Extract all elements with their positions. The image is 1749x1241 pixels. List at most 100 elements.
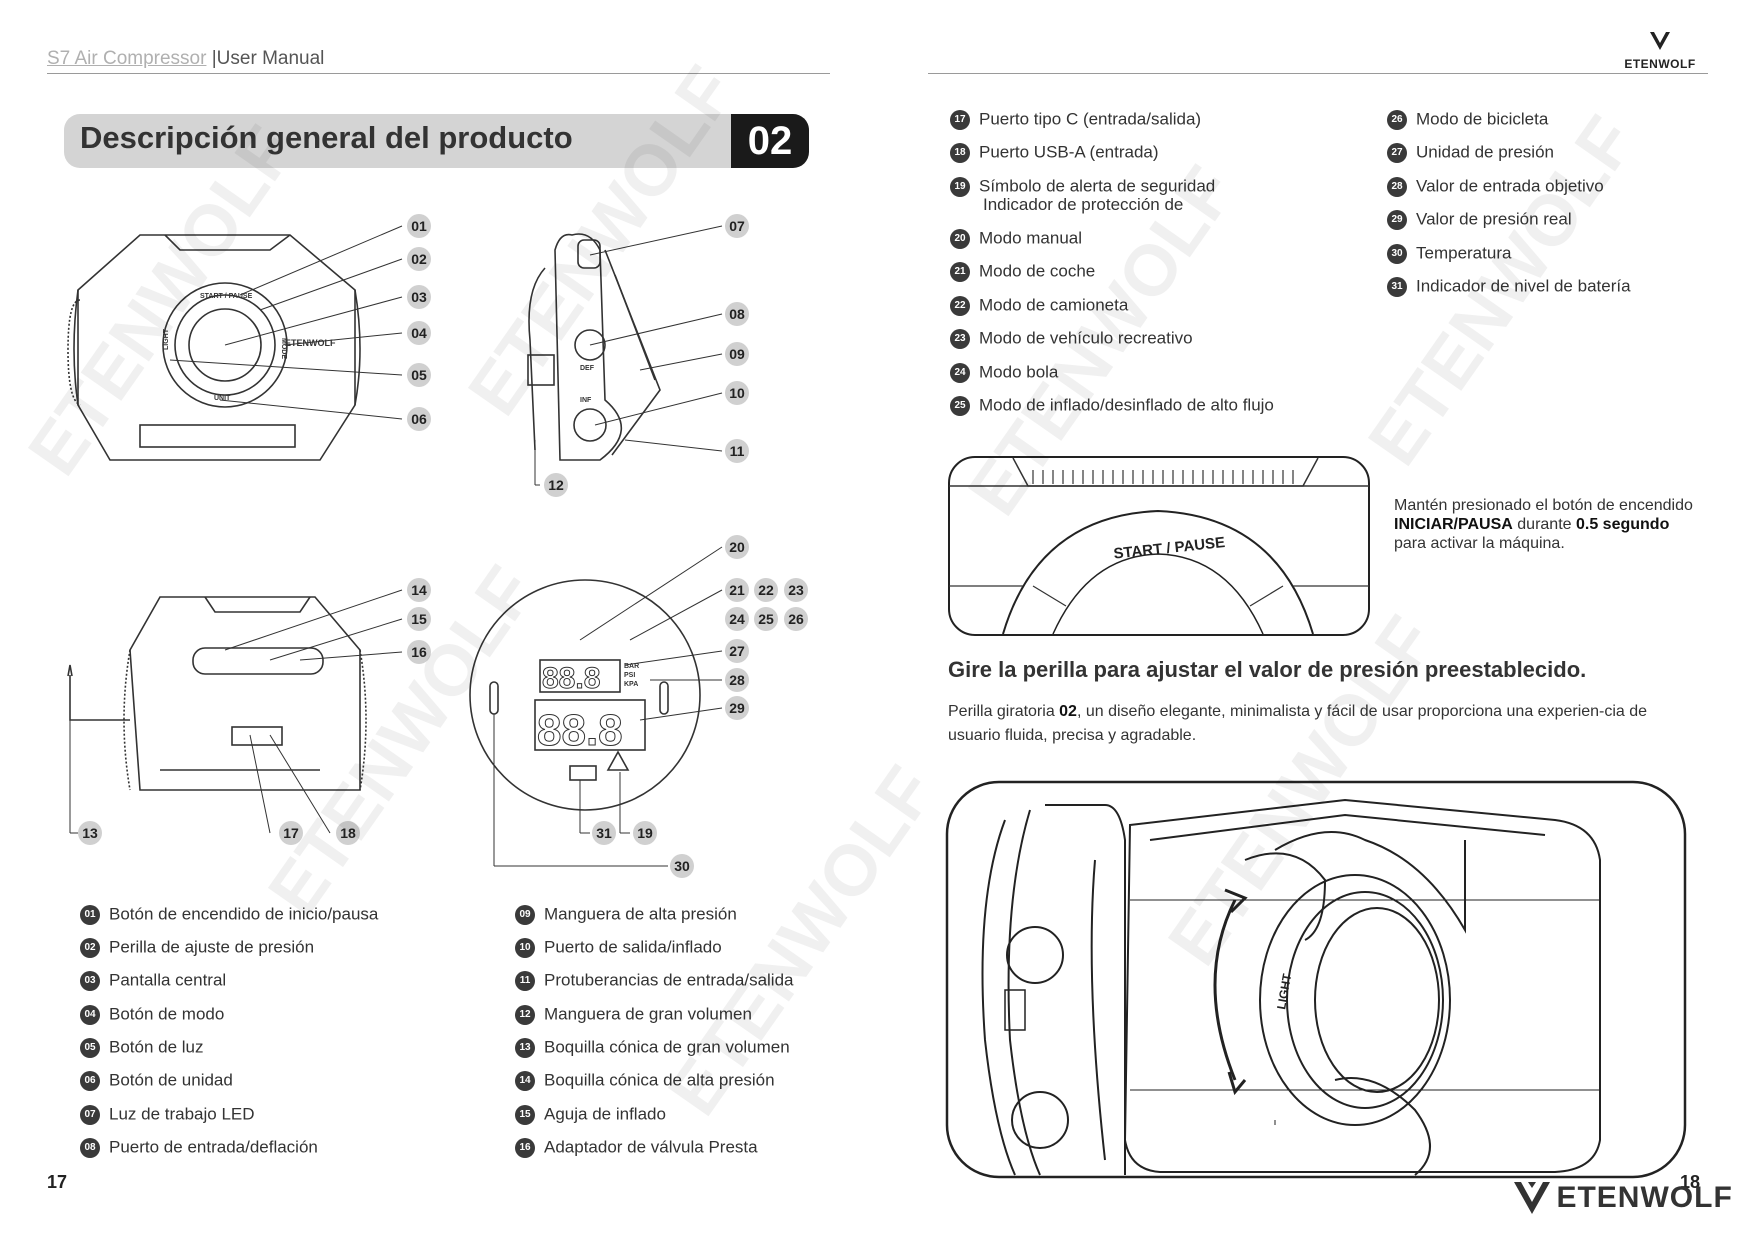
callout-20: 20: [725, 535, 749, 559]
callout-19: 19: [633, 821, 657, 845]
svg-text:05: 05: [411, 367, 427, 383]
svg-text:24: 24: [729, 611, 745, 627]
svg-text:30: 30: [674, 858, 690, 874]
svg-text:09: 09: [729, 346, 745, 362]
power-on-note: Mantén presionado el botón de encendido …: [1394, 497, 1693, 552]
back-view-diagram: [67, 596, 367, 791]
svg-text:15: 15: [411, 611, 427, 627]
svg-text:25: 25: [758, 611, 774, 627]
mode-label: MODE: [280, 338, 287, 359]
digits-target: 88.8: [542, 662, 600, 695]
page-number-left: 17: [47, 1172, 68, 1192]
svg-text:19: 19: [637, 825, 653, 841]
callout-22: 22: [754, 578, 778, 602]
list-item-continuation: Indicador de protección de: [983, 195, 1184, 214]
svg-text:21: 21: [729, 582, 745, 598]
callout-25: 25: [754, 607, 778, 631]
callout-16: 16: [407, 640, 431, 664]
brand-logo-large: ETENWOLF: [1512, 1180, 1733, 1216]
knob-illustration: LIGHT: [945, 780, 1687, 1179]
def-label: DEF: [580, 365, 595, 372]
page-number-right: 18: [1680, 1172, 1701, 1192]
svg-text:18: 18: [340, 825, 356, 841]
svg-text:04: 04: [411, 325, 427, 341]
wolf-logo-large-icon: [1514, 1182, 1550, 1214]
svg-text:23: 23: [788, 582, 804, 598]
svg-text:12: 12: [548, 477, 564, 493]
unit-psi-label: PSI: [624, 672, 635, 679]
knob-paragraph: Perilla giratoria 02, un diseño elegante…: [948, 703, 1648, 744]
section-number: 02: [731, 114, 809, 168]
device-brand-label: ETENWOLF: [285, 338, 336, 348]
callout-14: 14: [407, 578, 431, 602]
header-separator: |: [211, 48, 217, 69]
callout-11: 11: [725, 439, 749, 463]
svg-text:13: 13: [82, 825, 98, 841]
callout-05: 05: [407, 363, 431, 387]
callout-08: 08: [725, 302, 749, 326]
svg-text:03: 03: [411, 289, 427, 305]
callout-01: 01: [407, 214, 431, 238]
callout-09: 09: [725, 342, 749, 366]
svg-text:27: 27: [729, 643, 745, 659]
svg-text:17: 17: [283, 825, 299, 841]
start-pause-illustration: START / PAUSE: [948, 456, 1370, 636]
callout-17: 17: [279, 821, 303, 845]
callout-27: 27: [725, 639, 749, 663]
svg-text:10: 10: [729, 385, 745, 401]
callout-12: 12: [544, 473, 568, 497]
svg-text:16: 16: [411, 644, 427, 660]
product-name: S7 Air Compressor: [47, 48, 207, 69]
svg-text:08: 08: [729, 306, 745, 322]
header-title: S7 Air Compressor |User Manual: [47, 48, 324, 70]
svg-text:26: 26: [788, 611, 804, 627]
product-diagrams: START / PAUSE LIGHT MODE UNIT ETENWOLF D…: [67, 214, 808, 878]
callout-07: 07: [725, 214, 749, 238]
callout-15: 15: [407, 607, 431, 631]
inf-label: INF: [580, 397, 592, 404]
callout-26: 26: [784, 607, 808, 631]
digits-actual: 88.8: [537, 706, 623, 755]
knob-heading: Gire la perilla para ajustar el valor de…: [948, 657, 1587, 682]
callout-03: 03: [407, 285, 431, 309]
svg-text:11: 11: [730, 443, 745, 459]
brand-name-small: ETENWOLF: [1624, 57, 1696, 71]
doc-type: User Manual: [216, 48, 325, 69]
svg-text:07: 07: [729, 218, 745, 234]
knob-light-label: LIGHT: [1274, 972, 1294, 1011]
display-diagram: [469, 579, 701, 811]
start-pause-label: START / PAUSE: [200, 293, 253, 300]
brand-logo-small: ETENWOLF: [1620, 30, 1700, 71]
callout-28: 28: [725, 668, 749, 692]
callout-06: 06: [407, 407, 431, 431]
header-rule-left: [47, 73, 830, 74]
svg-text:20: 20: [729, 539, 745, 555]
side-view-diagram: [527, 233, 661, 461]
svg-text:06: 06: [411, 411, 427, 427]
